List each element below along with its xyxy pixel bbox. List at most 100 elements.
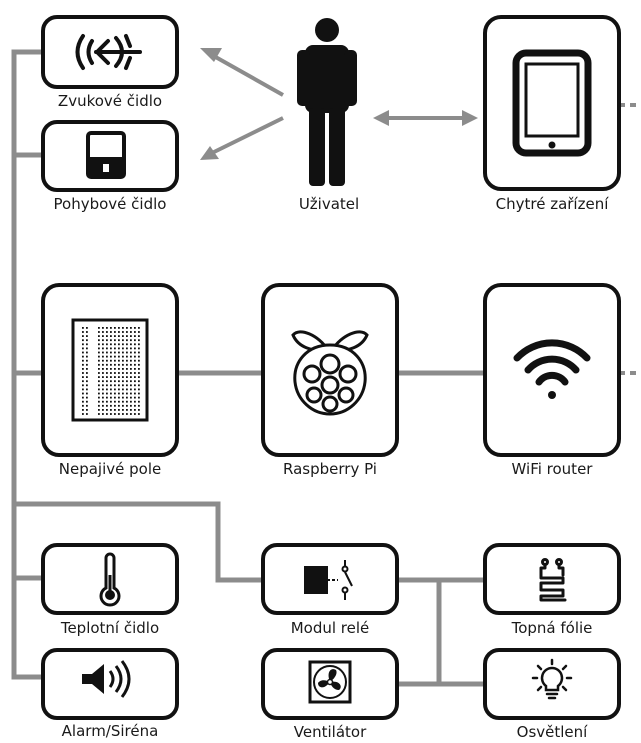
breadboard-hole (126, 384, 128, 387)
breadboard-hole (82, 363, 84, 366)
breadboard-hole (118, 351, 120, 354)
sound-wave-arrow-icon (75, 34, 142, 70)
breadboard-hole (106, 413, 108, 415)
breadboard-hole (114, 376, 116, 378)
breadboard-hole (106, 331, 108, 333)
breadboard-hole (110, 392, 112, 395)
breadboard-hole (102, 363, 104, 366)
breadboard-hole (98, 331, 100, 333)
breadboard-hole (82, 368, 84, 370)
breadboard-hole (98, 388, 100, 391)
breadboard-hole (122, 376, 124, 378)
breadboard-hole (98, 404, 100, 407)
breadboard-hole (114, 363, 116, 366)
breadboard-hole (86, 363, 88, 366)
motion-sensor-icon (86, 131, 126, 179)
breadboard-hole (122, 400, 124, 403)
motion-sensor-label: Pohybové čidlo (53, 195, 167, 213)
breadboard-hole (122, 343, 124, 346)
heating-foil-node (483, 543, 621, 615)
breadboard-hole (102, 404, 104, 407)
breadboard-hole (110, 335, 112, 337)
breadboard-hole (134, 359, 136, 362)
breadboard-hole (98, 359, 100, 362)
breadboard-hole (98, 339, 100, 342)
breadboard-hole (118, 400, 120, 403)
breadboard-hole (126, 368, 128, 370)
breadboard-hole (110, 363, 112, 366)
breadboard-hole (114, 400, 116, 403)
breadboard-hole (138, 400, 140, 403)
breadboard-hole (110, 347, 112, 350)
raspberry-icon (291, 330, 369, 416)
breadboard-hole (106, 363, 108, 366)
breadboard-hole (82, 409, 84, 411)
breadboard-hole (82, 359, 84, 362)
breadboard-hole (114, 392, 116, 395)
breadboard-hole (82, 376, 84, 378)
breadboard-hole (134, 404, 136, 407)
breadboard-hole (126, 388, 128, 391)
breadboard-hole (106, 343, 108, 346)
breadboard-hole (102, 400, 104, 403)
breadboard-hole (122, 355, 124, 358)
breadboard-hole (86, 368, 88, 370)
breadboard-hole (118, 343, 120, 346)
breadboard-hole (134, 363, 136, 366)
breadboard-hole (86, 392, 88, 395)
breadboard-hole (114, 331, 116, 333)
breadboard-hole (86, 404, 88, 407)
breadboard-hole (114, 335, 116, 337)
breadboard-hole (122, 409, 124, 411)
breadboard-hole (102, 396, 104, 399)
breadboard-hole (122, 351, 124, 354)
breadboard-hole (110, 368, 112, 370)
breadboard-hole (110, 359, 112, 362)
breadboard-hole (118, 380, 120, 383)
breadboard-hole (118, 327, 120, 329)
breadboard-hole (110, 339, 112, 342)
breadboard-hole (130, 396, 132, 399)
breadboard-hole (106, 339, 108, 342)
breadboard-hole (106, 368, 108, 370)
breadboard-hole (118, 388, 120, 391)
breadboard-hole (126, 339, 128, 342)
breadboard-hole (102, 372, 104, 374)
breadboard-hole (122, 372, 124, 374)
breadboard-hole (110, 409, 112, 411)
breadboard-hole (86, 372, 88, 374)
breadboard-hole (118, 396, 120, 399)
connection-lines (11, 49, 485, 687)
lighting-node (483, 648, 621, 720)
breadboard-hole (134, 376, 136, 378)
breadboard-hole (118, 368, 120, 370)
breadboard-hole (106, 380, 108, 383)
breadboard-hole (98, 355, 100, 358)
fan-node (261, 648, 399, 720)
smart-device-node (483, 15, 621, 191)
breadboard-hole (110, 413, 112, 415)
motion-sensor-node (41, 120, 179, 192)
breadboard-hole (126, 347, 128, 350)
breadboard-hole (114, 396, 116, 399)
breadboard-hole (110, 351, 112, 354)
breadboard-hole (98, 413, 100, 415)
breadboard-hole (98, 363, 100, 366)
breadboard-hole (122, 380, 124, 383)
breadboard-hole (106, 384, 108, 387)
breadboard-hole (114, 409, 116, 411)
breadboard-hole (82, 384, 84, 387)
breadboard-hole (134, 335, 136, 337)
breadboard-hole (126, 404, 128, 407)
breadboard-hole (122, 359, 124, 362)
breadboard-hole (138, 343, 140, 346)
breadboard-hole (86, 409, 88, 411)
breadboard-hole (102, 343, 104, 346)
breadboard-hole (138, 368, 140, 370)
breadboard-hole (126, 413, 128, 415)
breadboard-hole (130, 380, 132, 383)
breadboard-hole (86, 347, 88, 350)
breadboard-hole (106, 351, 108, 354)
breadboard-hole (106, 347, 108, 350)
breadboard-hole (126, 355, 128, 358)
